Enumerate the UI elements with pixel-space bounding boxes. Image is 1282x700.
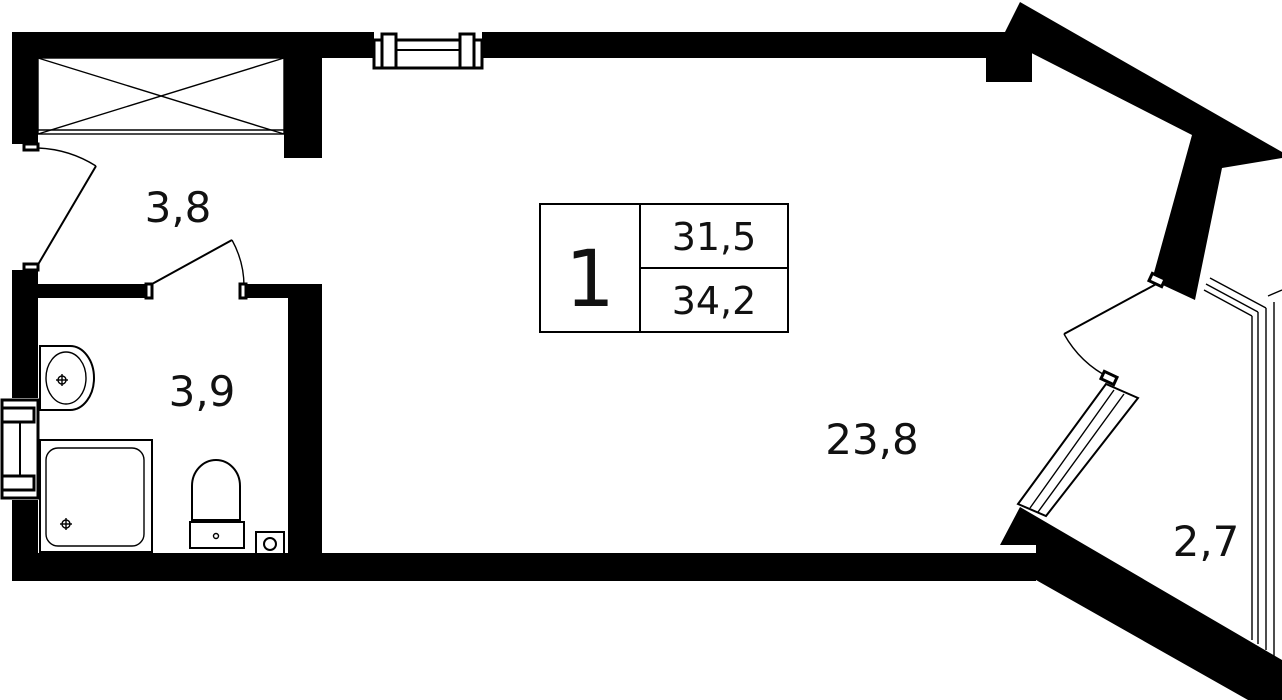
walls [12, 2, 1282, 700]
living-area: 31,5 [672, 215, 757, 259]
balcony-door [1063, 271, 1168, 387]
window-top [372, 32, 484, 70]
bathroom-door [144, 239, 248, 300]
wall-angled-lower [1000, 507, 1282, 700]
wall-left-upper [12, 32, 38, 144]
balcony-area-label: 2,7 [1173, 517, 1240, 566]
wall-top-left [12, 32, 374, 58]
toilet [189, 459, 245, 549]
wall-bath-top-right [246, 284, 322, 298]
hall-area-label: 3,8 [145, 183, 212, 232]
balcony-railing [1203, 277, 1282, 656]
wall-top-right [482, 32, 1010, 58]
balcony-glazing [1016, 382, 1140, 518]
wall-left-bottom [12, 500, 38, 581]
window-left [0, 398, 40, 500]
area-summary-box: 1 31,5 34,2 [539, 203, 789, 333]
bathroom-area-label: 3,9 [169, 367, 236, 416]
main-room-area-label: 23,8 [825, 415, 919, 464]
entry-door [22, 142, 97, 272]
wall-partition-lower [288, 284, 322, 569]
wall-bottom [12, 553, 1036, 581]
riser [255, 531, 285, 557]
wall-angled-upper [1002, 2, 1282, 300]
wall-bath-top-left [12, 284, 148, 298]
total-area: 34,2 [672, 279, 757, 323]
rooms-count: 1 [565, 235, 615, 325]
sink [39, 345, 95, 411]
wardrobe [37, 57, 285, 135]
wall-partition-upper [284, 58, 322, 158]
shower-tray [39, 439, 153, 553]
